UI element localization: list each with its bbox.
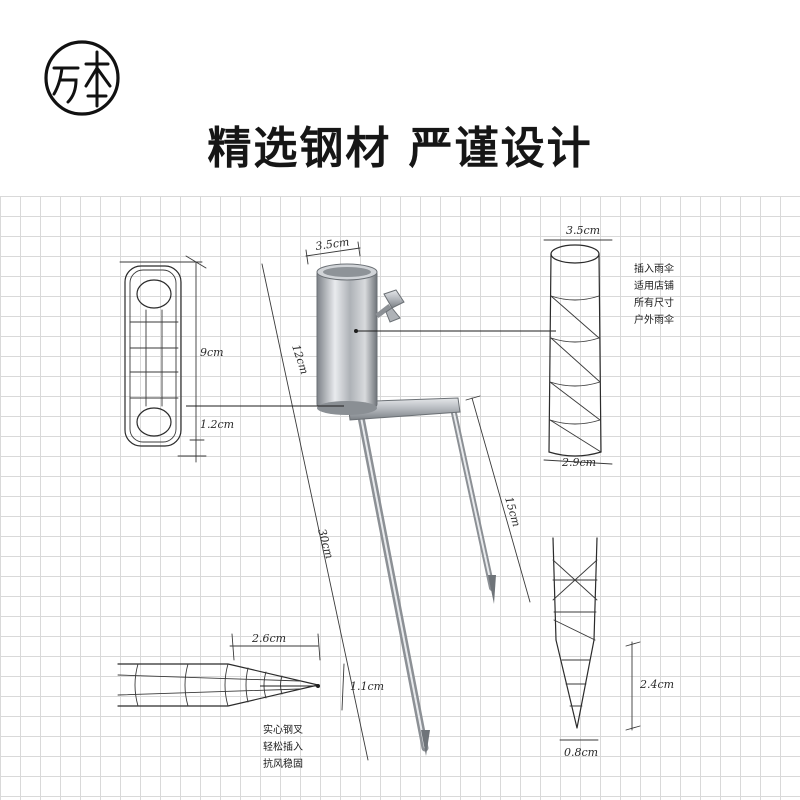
tip-note-line: 实心钢叉 [263, 725, 303, 736]
short-prong-label: 15cm [502, 495, 523, 528]
tube-note-line: 所有尺寸 [634, 298, 674, 309]
tip-note-line: 抗风稳固 [263, 759, 303, 770]
tube-top-label: 3.5cm [566, 224, 600, 237]
tip-length-label: 2.6cm [251, 632, 286, 645]
brand-seal-logo-icon [44, 40, 120, 116]
top-width-label: 3.5cm [315, 235, 351, 253]
spike-diameter-label: 0.8cm [564, 746, 598, 759]
tube-note-line: 插入雨伞 [634, 264, 674, 275]
fork-length-label: 30cm [315, 527, 336, 560]
bracket-gap-label: 1.2cm [200, 418, 234, 431]
header: 精选钢材 严谨设计 [0, 0, 800, 196]
spike-length-label: 2.4cm [639, 678, 674, 691]
construction-line [261, 263, 369, 761]
tube-note-line: 适用店铺 [634, 281, 674, 292]
tube-length-label: 12cm [289, 343, 311, 376]
tube-sketch [543, 239, 613, 465]
bracket-height-label: 9cm [200, 346, 224, 359]
spike-sketch [552, 537, 641, 741]
tip-sketch [117, 633, 345, 711]
tip-diameter-label: 1.1cm [350, 680, 384, 693]
bracket-sketch [119, 255, 207, 463]
tube-note-line: 户外雨伞 [634, 315, 674, 326]
headline: 精选钢材 严谨设计 [207, 123, 593, 174]
tip-note: 实心钢叉 轻松插入 抗风稳固 [263, 722, 303, 773]
tube-bottom-label: 2.9cm [561, 456, 596, 469]
tip-note-line: 轻松插入 [263, 742, 303, 753]
umbrella-stand-product [316, 263, 496, 756]
tube-note: 插入雨伞 适用店铺 所有尺寸 户外雨伞 [634, 261, 674, 329]
